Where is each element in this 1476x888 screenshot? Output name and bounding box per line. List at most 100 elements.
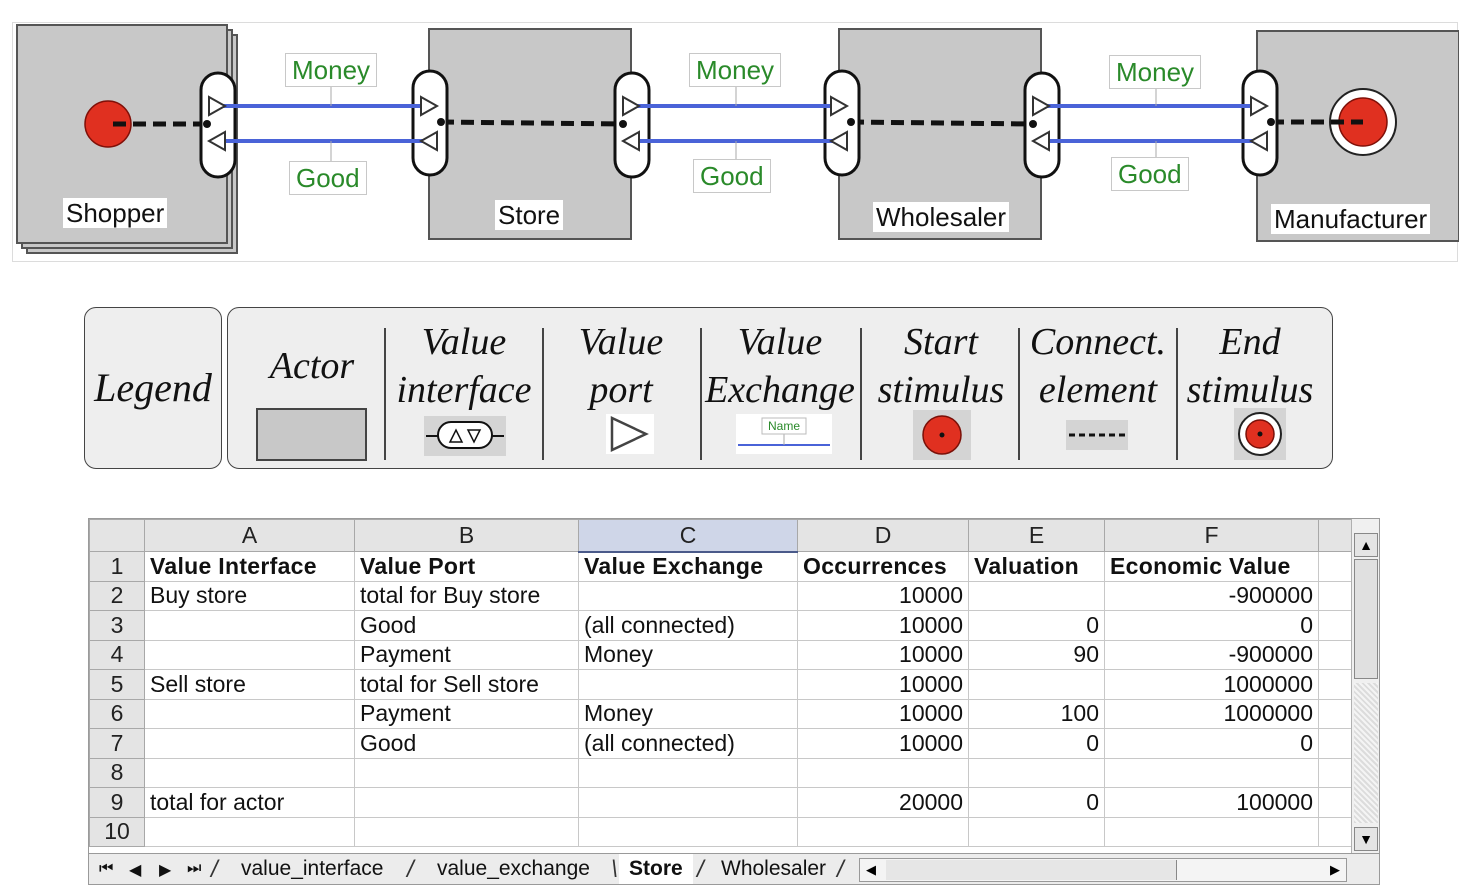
cell[interactable]: total for actor	[144, 787, 355, 818]
scroll-up-arrow-icon[interactable]: ▲	[1354, 533, 1378, 557]
cell[interactable]	[1318, 610, 1352, 641]
cell[interactable]	[354, 816, 579, 847]
cell[interactable]: (all connected)	[578, 610, 798, 641]
cell[interactable]: Value Interface	[144, 551, 355, 582]
cell[interactable]	[968, 816, 1105, 847]
row-header[interactable]: 2	[89, 580, 145, 611]
cell[interactable]: Good	[354, 610, 579, 641]
cell[interactable]	[1318, 639, 1352, 670]
cell[interactable]	[144, 639, 355, 670]
cell[interactable]	[354, 787, 579, 818]
first-sheet-icon[interactable]: ⏮	[99, 860, 114, 877]
cell[interactable]: 10000	[797, 728, 969, 759]
row-header[interactable]: 5	[89, 669, 145, 700]
next-sheet-icon[interactable]: ▶	[159, 862, 172, 879]
cell[interactable]: 0	[968, 610, 1105, 641]
column-header-g[interactable]	[1318, 519, 1352, 552]
cell[interactable]	[968, 757, 1105, 788]
cell[interactable]: 10000	[797, 580, 969, 611]
cell[interactable]: 0	[968, 787, 1105, 818]
row-header[interactable]: 8	[89, 757, 145, 788]
cell[interactable]: Value Port	[354, 551, 579, 582]
scroll-right-arrow-icon[interactable]: ▶	[1330, 862, 1340, 877]
cell[interactable]	[1104, 757, 1319, 788]
cell[interactable]: 10000	[797, 669, 969, 700]
cell[interactable]	[144, 698, 355, 729]
cell[interactable]: Sell store	[144, 669, 355, 700]
cell[interactable]: 10000	[797, 698, 969, 729]
cell[interactable]: 90	[968, 639, 1105, 670]
prev-sheet-icon[interactable]: ◀	[129, 862, 142, 879]
row-header[interactable]: 1	[89, 551, 145, 582]
cell[interactable]	[144, 728, 355, 759]
scrollbar-thumb[interactable]	[1354, 559, 1378, 679]
scroll-down-arrow-icon[interactable]: ▼	[1354, 827, 1378, 851]
row-header[interactable]: 7	[89, 728, 145, 759]
cell[interactable]: 0	[1104, 610, 1319, 641]
vertical-scrollbar[interactable]: ▲ ▼	[1351, 519, 1379, 853]
cell[interactable]: Good	[354, 728, 579, 759]
cell[interactable]: Value Exchange	[578, 551, 798, 582]
cell[interactable]: 0	[1104, 728, 1319, 759]
cell[interactable]	[578, 669, 798, 700]
column-header-d[interactable]: D	[797, 519, 969, 552]
cell[interactable]	[1104, 816, 1319, 847]
cell[interactable]: Money	[578, 698, 798, 729]
cell[interactable]	[144, 757, 355, 788]
cell[interactable]	[578, 757, 798, 788]
cell[interactable]: 1000000	[1104, 669, 1319, 700]
last-sheet-icon[interactable]: ⏭	[187, 860, 202, 877]
cell[interactable]	[144, 816, 355, 847]
cell[interactable]: Valuation	[968, 551, 1105, 582]
row-header[interactable]: 9	[89, 787, 145, 818]
cell[interactable]: 20000	[797, 787, 969, 818]
row-header[interactable]: 4	[89, 639, 145, 670]
cell[interactable]	[1318, 580, 1352, 611]
select-all-corner[interactable]	[89, 519, 145, 552]
cell[interactable]: Buy store	[144, 580, 355, 611]
cell[interactable]: 10000	[797, 610, 969, 641]
cell[interactable]	[578, 787, 798, 818]
row-header[interactable]: 10	[89, 816, 145, 847]
start-stimulus-icon[interactable]	[84, 100, 132, 148]
cell[interactable]: 10000	[797, 639, 969, 670]
tab-wholesaler[interactable]: Wholesaler	[721, 857, 827, 880]
cell[interactable]: Payment	[354, 639, 579, 670]
cell[interactable]	[968, 580, 1105, 611]
cell[interactable]	[797, 757, 969, 788]
cell[interactable]: Payment	[354, 698, 579, 729]
horizontal-scrollbar[interactable]: ◀ ▶	[859, 858, 1347, 882]
row-header[interactable]: 6	[89, 698, 145, 729]
cell[interactable]: Occurrences	[797, 551, 969, 582]
scrollbar-track[interactable]	[1354, 683, 1378, 823]
cell[interactable]: total for Buy store	[354, 580, 579, 611]
tab-value-interface[interactable]: value_interface	[241, 857, 384, 880]
cell[interactable]	[1318, 728, 1352, 759]
column-header-f[interactable]: F	[1104, 519, 1319, 552]
cell[interactable]	[144, 610, 355, 641]
cell[interactable]: (all connected)	[578, 728, 798, 759]
cell[interactable]: 1000000	[1104, 698, 1319, 729]
cell[interactable]: Economic Value	[1104, 551, 1319, 582]
cell[interactable]: Money	[578, 639, 798, 670]
cell[interactable]	[1318, 698, 1352, 729]
scroll-left-arrow-icon[interactable]: ◀	[866, 862, 876, 877]
column-header-e[interactable]: E	[968, 519, 1105, 552]
column-header-b[interactable]: B	[354, 519, 579, 552]
cell[interactable]	[1318, 669, 1352, 700]
cell[interactable]: total for Sell store	[354, 669, 579, 700]
cell[interactable]	[578, 816, 798, 847]
cell[interactable]	[968, 669, 1105, 700]
cell[interactable]	[797, 816, 969, 847]
cell[interactable]: 100	[968, 698, 1105, 729]
column-header-a[interactable]: A	[144, 519, 355, 552]
column-header-c[interactable]: C	[578, 519, 798, 553]
cell[interactable]: -900000	[1104, 639, 1319, 670]
tab-value-exchange[interactable]: value_exchange	[437, 857, 590, 880]
cell[interactable]	[1318, 757, 1352, 788]
cell[interactable]	[1318, 787, 1352, 818]
cell[interactable]	[1318, 551, 1352, 582]
cell[interactable]: 100000	[1104, 787, 1319, 818]
cell[interactable]: 0	[968, 728, 1105, 759]
cell[interactable]	[578, 580, 798, 611]
